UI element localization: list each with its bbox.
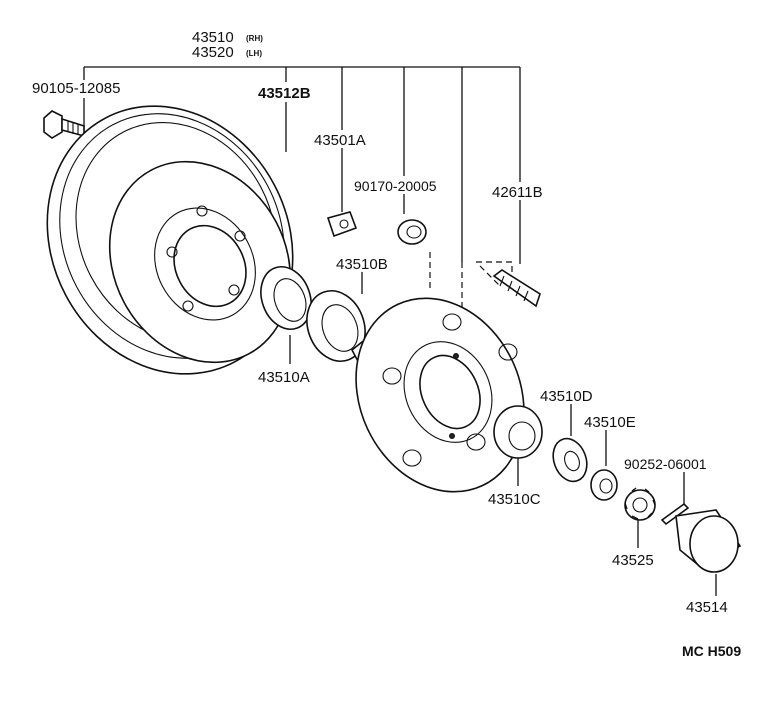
part-labels: 90105-12085 43512B 43501A 90170-20005 42… [32, 80, 741, 659]
assembly-rh-suffix: (RH) [246, 34, 263, 43]
label-lock-cap: 43525 [612, 552, 654, 569]
label-hub-nut: 43510E [584, 414, 636, 431]
brake-drum-part [46, 105, 294, 375]
bolt-part [43, 110, 85, 139]
clip-part [326, 211, 358, 238]
inner-bearing-part [493, 405, 543, 459]
cotter-pin-part [660, 502, 690, 526]
washer-part [552, 437, 588, 483]
label-brake-drum: 43512B [258, 85, 311, 102]
label-inner-bearing: 43510C [488, 491, 541, 508]
label-outer-bearing: 43510B [336, 256, 388, 273]
label-nut: 90170-20005 [354, 178, 437, 194]
assembly-header: 43510 (RH) 43520 (LH) [192, 29, 263, 61]
assembly-rh-number: 43510 [192, 29, 234, 46]
oil-seal-part [260, 266, 312, 330]
grease-cap-part [675, 509, 742, 573]
figure-code: MC H509 [682, 643, 741, 659]
label-hub-stud: 42611B [492, 184, 543, 201]
label-clip: 43501A [314, 132, 366, 149]
lock-cap-part [624, 487, 656, 521]
hub-nut-part [590, 469, 618, 501]
hub-stud-part [492, 269, 541, 308]
assembly-lh-number: 43520 [192, 44, 234, 61]
nut-part [397, 219, 427, 245]
label-cotter-pin: 90252-06001 [624, 456, 707, 472]
outer-bearing-part [306, 290, 366, 362]
axle-hub-part [350, 297, 525, 493]
label-grease-cap: 43514 [686, 599, 728, 616]
label-bolt: 90105-12085 [32, 80, 120, 97]
assembly-lh-suffix: (LH) [246, 49, 262, 58]
label-washer: 43510D [540, 388, 593, 405]
leader-lines [83, 66, 717, 596]
label-oil-seal: 43510A [258, 369, 310, 386]
